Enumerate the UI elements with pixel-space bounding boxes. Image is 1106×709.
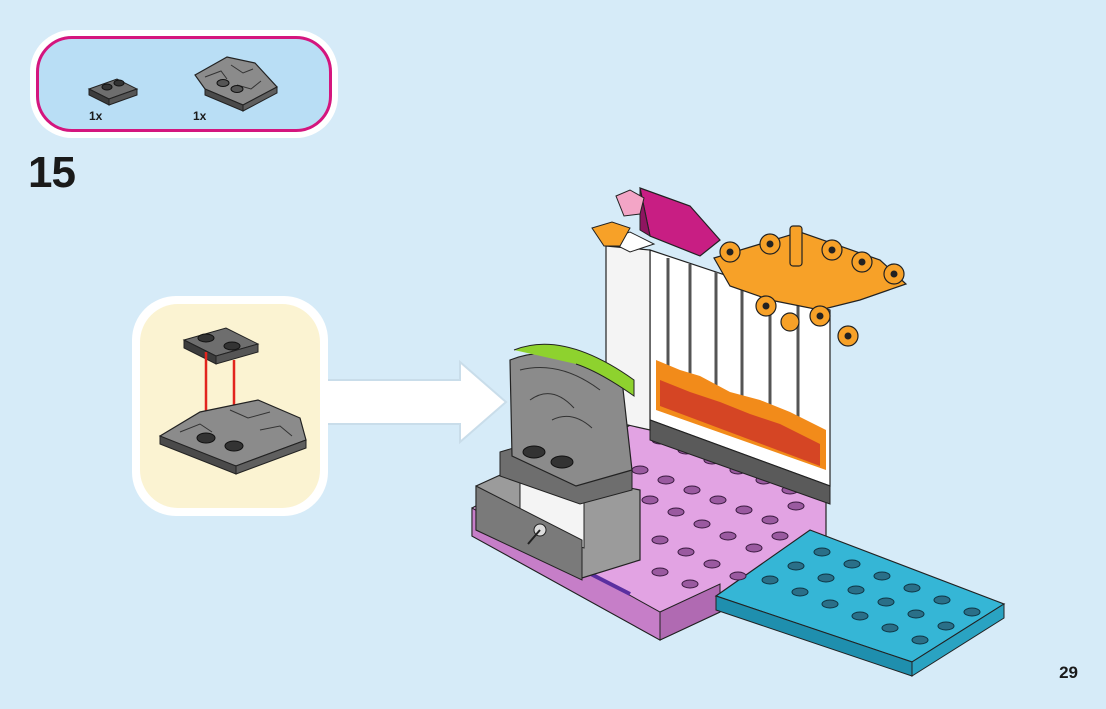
gem-ornament-icon bbox=[591, 189, 645, 247]
orange-branch-piece-icon bbox=[713, 225, 908, 347]
placement-arrow-icon bbox=[299, 359, 508, 445]
parts-list-callout: 1x 1x bbox=[30, 30, 338, 138]
parts-list-art bbox=[87, 56, 278, 112]
rock-face-tile bbox=[499, 343, 635, 505]
dark-gray-plate-icon bbox=[87, 78, 139, 106]
branch-studs bbox=[726, 240, 898, 340]
teal-base-plate bbox=[714, 529, 1006, 677]
parts-list-panel: 1x 1x bbox=[36, 36, 332, 132]
rock-slope-piece-icon bbox=[194, 56, 278, 112]
subassembly-panel bbox=[132, 296, 328, 516]
part-quantity-rock: 1x bbox=[193, 109, 207, 123]
part-quantity-plate: 1x bbox=[89, 109, 103, 123]
model-assembly bbox=[471, 187, 1006, 677]
step-number: 15 bbox=[28, 148, 76, 197]
subassembly-rock-icon bbox=[158, 399, 307, 475]
magenta-roof-piece bbox=[639, 187, 721, 257]
page-number: 29 bbox=[1059, 663, 1078, 682]
subassembly-plate-icon bbox=[182, 327, 260, 365]
forest-backdrop-panel bbox=[649, 249, 831, 505]
